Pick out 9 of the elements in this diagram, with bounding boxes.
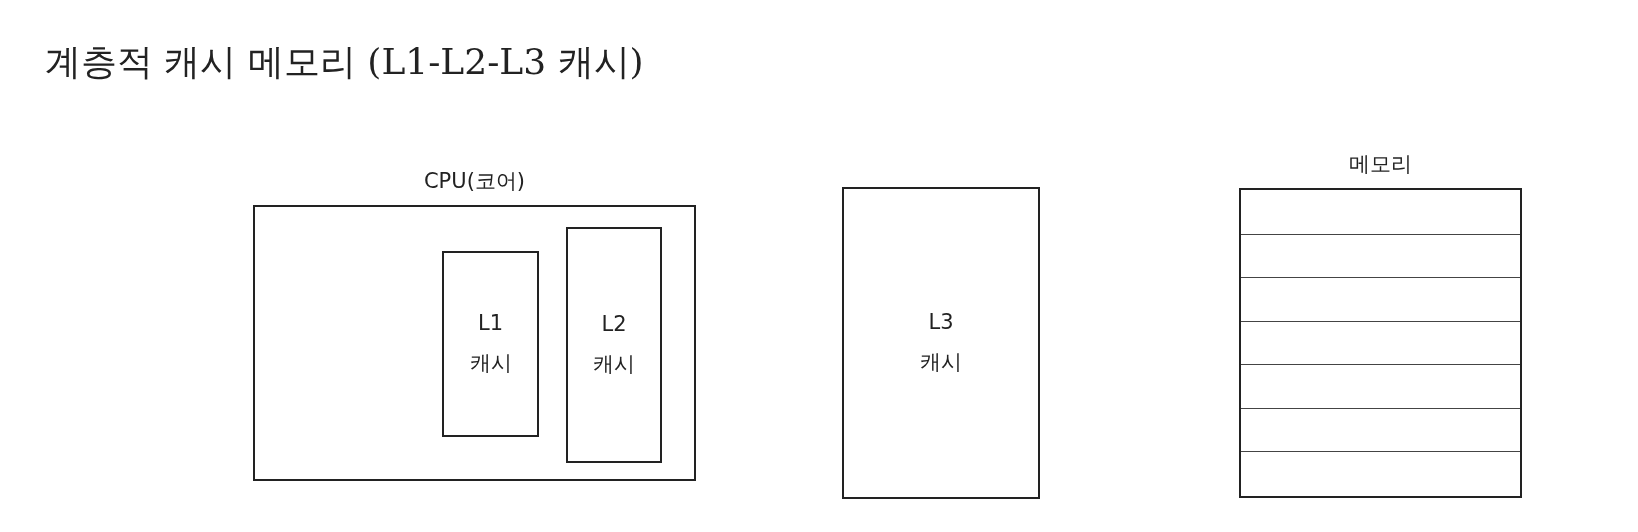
box-heading: CPU(코어) — [423, 169, 526, 193]
box-heading: 메모리 — [1349, 152, 1412, 176]
box-label: L2 캐시 — [592, 311, 636, 378]
cache-box — [442, 251, 539, 437]
box-label: L1 캐시 — [468, 310, 513, 377]
box-label: L3 캐시 — [919, 309, 963, 376]
cache-box — [842, 187, 1040, 499]
cache-box — [566, 227, 662, 463]
diagram-title: 계층적 캐시 메모리 (L1-L2-L3 캐시) — [45, 40, 644, 84]
